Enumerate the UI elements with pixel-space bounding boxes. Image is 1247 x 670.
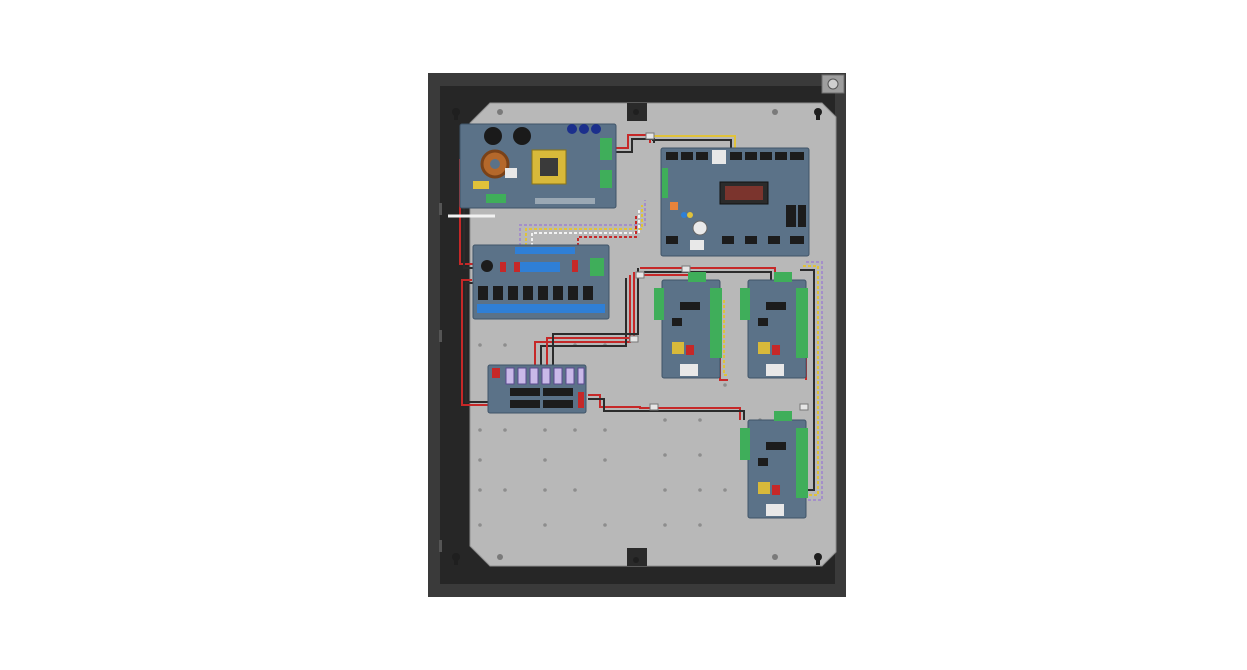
bottom-notch [627,548,647,566]
fuse-distribution-board [487,364,587,414]
hinge-marks [439,203,442,552]
power-supply-board [459,123,617,209]
cable-clips [629,132,809,411]
reader-interface-board-2 [740,272,808,379]
standoff-screws [497,109,778,560]
keyhole-mounts [452,108,822,565]
reader-interface-board-1 [654,272,722,379]
output-relay-board [472,244,610,320]
reader-interface-board-3 [740,411,808,519]
tamper-switch [821,74,845,94]
main-controller-board [660,147,810,257]
